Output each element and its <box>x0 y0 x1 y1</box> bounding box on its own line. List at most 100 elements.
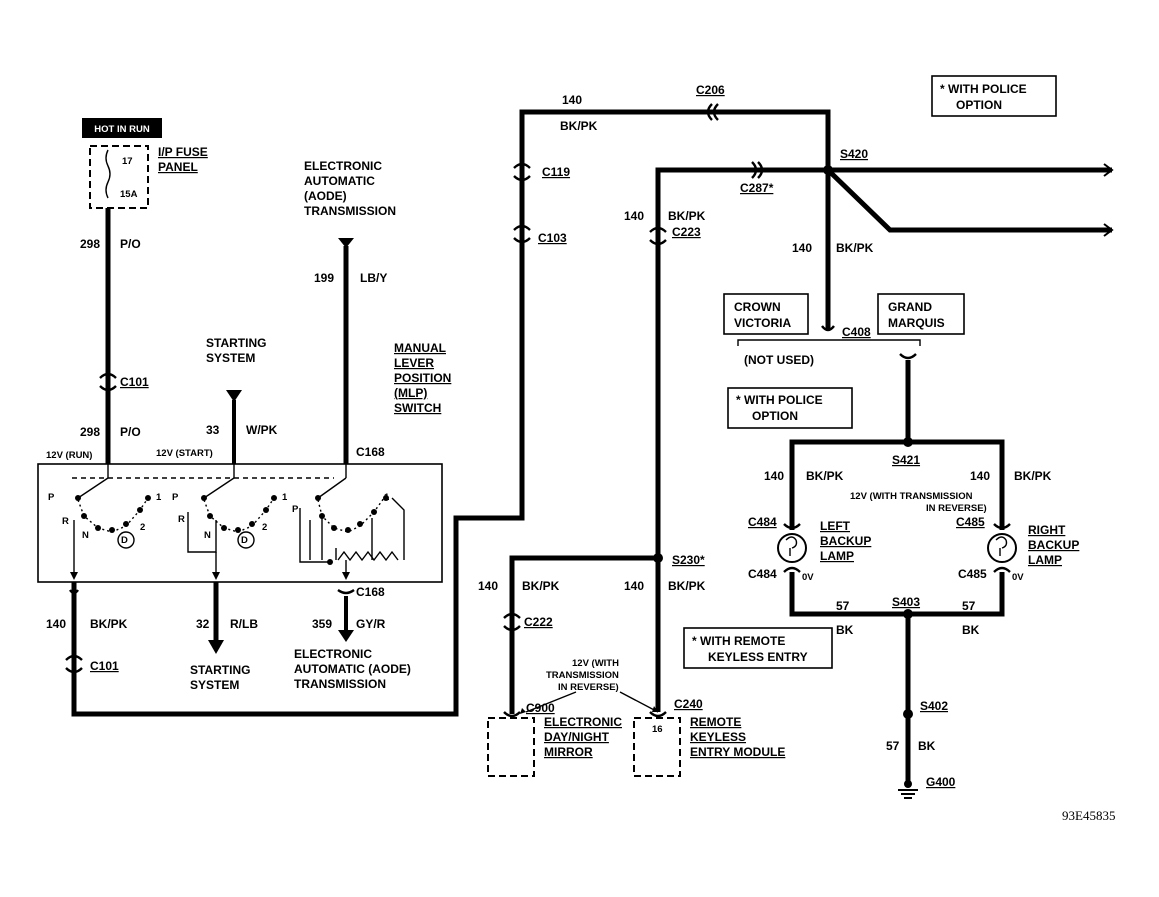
police-option-box-top <box>931 75 1057 117</box>
mlp-switch-section-2 <box>187 477 277 576</box>
wire-140-mid-color: BK/PK <box>668 209 706 223</box>
wire-bk-left: BK <box>836 623 854 637</box>
sw1-d: D <box>121 535 128 546</box>
wire-140-br-color: BK/PK <box>1014 469 1052 483</box>
right-lamp-3: LAMP <box>1028 553 1062 567</box>
v12-trans-2: IN REVERSE) <box>926 503 987 514</box>
fuse-panel-label-1: I/P FUSE <box>158 145 208 159</box>
v12-mirror-2: TRANSMISSION <box>546 670 619 681</box>
right-lamp-1: RIGHT <box>1028 523 1066 537</box>
c408-label: C408 <box>842 325 871 339</box>
mlp-label-1: MANUAL <box>394 341 446 355</box>
c287-label: C287* <box>740 181 774 195</box>
wire-298-num-bot: 298 <box>80 425 100 439</box>
rke-option-1: * WITH REMOTE <box>692 634 785 648</box>
not-used-label: (NOT USED) <box>744 353 814 367</box>
splice-s402 <box>903 709 913 719</box>
hot-in-run-badge <box>82 118 162 138</box>
s403-label: S403 <box>892 595 920 609</box>
c900-label: C900 <box>526 701 555 715</box>
rke-module-3: ENTRY MODULE <box>690 745 785 759</box>
police-mid-1: * WITH POLICE <box>736 393 823 407</box>
wire-140-branch <box>655 167 1112 712</box>
connector-c223 <box>649 226 667 246</box>
rke-pin-16: 16 <box>652 724 663 735</box>
wire-140-mirror <box>509 555 658 714</box>
wire-32-color: R/LB <box>230 617 258 631</box>
eat-top-3: (AODE) <box>304 189 347 203</box>
police-mid-2: OPTION <box>752 409 798 423</box>
c484-top-label: C484 <box>748 515 777 529</box>
sw1-n: N <box>82 530 89 541</box>
reference-code: 93E45835 <box>1062 808 1115 823</box>
right-backup-lamp-filament <box>995 536 1008 556</box>
connector-c168-bot <box>69 589 355 595</box>
connector-c408-left <box>821 325 835 332</box>
s420-label: S420 <box>840 147 868 161</box>
rke-option-box <box>683 627 833 669</box>
connector-c101-top <box>99 372 117 392</box>
mlp-switch-section-1 <box>73 477 151 576</box>
left-backup-lamp-bulb <box>777 533 807 563</box>
eat-bot-3: TRANSMISSION <box>294 677 386 691</box>
wire-298-color-top: P/O <box>120 237 141 251</box>
rke-module-2: KEYLESS <box>690 730 746 744</box>
sw1-p: P <box>48 492 55 503</box>
connector-c103 <box>513 224 531 244</box>
mirror-box <box>487 717 535 777</box>
wire-140-s230l-color: BK/PK <box>522 579 560 593</box>
wire-359-color: GY/R <box>356 617 386 631</box>
fuse-symbol <box>105 149 111 199</box>
connector-c484-bot <box>783 566 801 573</box>
c485-bot-label: C485 <box>958 567 987 581</box>
wire-33-num: 33 <box>206 423 220 437</box>
connector-c900-c240 <box>503 711 667 718</box>
ov-right: 0V <box>1012 572 1024 583</box>
starting-system-top-1: STARTING <box>206 336 266 350</box>
wire-140-right-color: BK/PK <box>836 241 874 255</box>
mlp-label-5: SWITCH <box>394 401 441 415</box>
eat-arrow-top <box>338 238 354 248</box>
wire-140-bl-num: 140 <box>764 469 784 483</box>
police-top-2: OPTION <box>956 98 1002 112</box>
wire-bk-right: BK <box>962 623 980 637</box>
sw2-r: R <box>178 514 185 525</box>
connector-c101-bot <box>65 654 83 674</box>
splice-s230 <box>653 553 663 563</box>
eat-top-1: ELECTRONIC <box>304 159 382 173</box>
wire-140-s230r-color: BK/PK <box>668 579 706 593</box>
crown-victoria-box <box>723 293 809 335</box>
c168-bot-label: C168 <box>356 585 385 599</box>
sw2-d: D <box>241 535 248 546</box>
wire-57-lamp-ground <box>789 572 1005 617</box>
wire-140-s230r-num: 140 <box>624 579 644 593</box>
fuse-amperage: 15A <box>120 189 138 200</box>
mirror-3: MIRROR <box>544 745 593 759</box>
grand-2: MARQUIS <box>888 316 945 330</box>
fuse-panel-box <box>89 145 149 209</box>
c101-top-label: C101 <box>120 375 149 389</box>
ground-symbol <box>898 789 918 799</box>
connector-c484-top <box>783 523 801 530</box>
mlp-out-arrow-1 <box>70 572 78 580</box>
connector-c119 <box>513 162 531 182</box>
mlp-switch-box <box>37 463 443 583</box>
starting-system-arrow-bot <box>208 640 224 654</box>
eat-top-4: TRANSMISSION <box>304 204 396 218</box>
mirror-1: ELECTRONIC <box>544 715 622 729</box>
c485-top-label: C485 <box>956 515 985 529</box>
wire-140-br-num: 140 <box>970 469 990 483</box>
wire-140-mid-num: 140 <box>624 209 644 223</box>
sw1-r: R <box>62 516 69 527</box>
starting-system-bot-2: SYSTEM <box>190 678 239 692</box>
wire-140-top-color: BK/PK <box>560 119 598 133</box>
grand-marquis-box <box>877 293 965 335</box>
mlp-out-arrow-3 <box>342 572 350 580</box>
mlp-out-arrow-2 <box>212 572 220 580</box>
wire-199-num: 199 <box>314 271 334 285</box>
starting-system-bot-1: STARTING <box>190 663 250 677</box>
wire-140-branch-2 <box>826 168 1112 233</box>
splice-s421 <box>903 437 913 447</box>
wire-57-bot-num: 57 <box>886 739 900 753</box>
